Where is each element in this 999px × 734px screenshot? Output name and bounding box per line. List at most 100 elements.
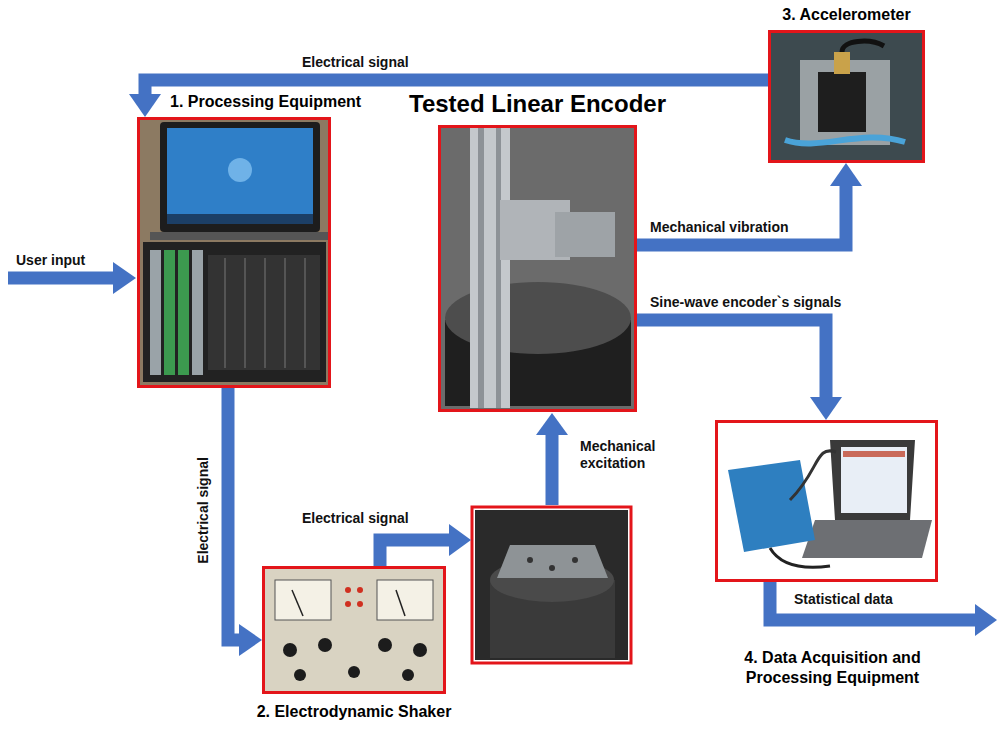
software-header [843, 451, 905, 457]
photo-box: 2. Electrodynamic Shaker [262, 566, 446, 694]
shaker-photo [472, 507, 631, 663]
taskbar [167, 214, 313, 224]
rail-groove [496, 128, 501, 408]
node-title: Tested Linear Encoder [409, 89, 666, 119]
node-title: 4. Data Acquisition and Processing Equip… [718, 648, 948, 688]
node-title: 1. Processing Equipment [170, 92, 361, 112]
amplifier-panel [265, 569, 443, 691]
slot-line [304, 258, 306, 368]
photo-ground [475, 510, 628, 660]
connector [228, 388, 262, 656]
lamp [345, 587, 351, 593]
arrow-head [129, 94, 161, 117]
laptop-base [150, 232, 330, 240]
knob [413, 643, 427, 657]
sensor-cable [842, 41, 884, 52]
accelerometer-photo [771, 33, 922, 160]
arrow-head [975, 604, 997, 636]
photo-frame [472, 507, 631, 663]
photo-ground [441, 128, 634, 409]
arrow-head [536, 413, 568, 435]
empty-slots [208, 255, 320, 370]
lamp [345, 601, 351, 607]
module-card [178, 250, 189, 375]
probe-cable [770, 548, 830, 567]
node-title: 2. Electrodynamic Shaker [257, 702, 452, 722]
encoder-rail [470, 128, 510, 408]
bolt-hole [549, 565, 555, 571]
signal-label: Sine-wave encoder`s signals [648, 294, 843, 311]
knob [378, 638, 392, 652]
laptop-screen [167, 128, 313, 224]
armature-plate [497, 545, 608, 578]
bolt-hole [572, 557, 578, 563]
node-heading: 3. Accelerometer [782, 5, 910, 25]
slot-line [224, 258, 226, 368]
screen-logo [228, 158, 252, 182]
laptop-lid [830, 440, 915, 520]
encoder-photo [441, 128, 634, 409]
signal-label: Electrical signal [300, 510, 411, 527]
signal-label: Statistical data [792, 591, 895, 608]
module-card [192, 250, 203, 375]
arrow-head [449, 524, 471, 556]
knob [294, 669, 306, 681]
lamp [357, 601, 363, 607]
node-heading: 4. Data Acquisition and Processing Equip… [718, 648, 948, 688]
photo-box: 1. Processing Equipment [137, 117, 331, 388]
knob [402, 669, 414, 681]
pxi-chassis [143, 242, 326, 382]
signal-label: Electrical signal [300, 54, 411, 71]
node-heading: 2. Electrodynamic Shaker [257, 702, 452, 722]
slot-line [264, 258, 266, 368]
arrow-shaft [637, 186, 846, 245]
photo-ground [718, 423, 935, 579]
photo-box: 3. Accelerometer [768, 30, 925, 163]
arrow-shaft [8, 272, 113, 285]
signal-label: Electrical signal [195, 455, 212, 566]
photo-ground [140, 120, 328, 385]
knob [318, 638, 332, 652]
arrow-shaft [380, 540, 449, 566]
lamp [357, 587, 363, 593]
arrow-shaft [637, 320, 826, 397]
meter-needle [292, 590, 303, 616]
arrow-shaft [770, 582, 975, 620]
photo-ground [771, 33, 922, 160]
node-title: 3. Accelerometer [782, 5, 910, 25]
slot-line [244, 258, 246, 368]
arrow-head [830, 163, 862, 186]
bracket [818, 72, 866, 132]
module-card [150, 250, 161, 375]
signal-label: Mechanical vibration [648, 219, 790, 236]
photo-box: Tested Linear Encoder [438, 125, 637, 412]
amplifier-photo [265, 569, 443, 691]
meter [377, 580, 433, 620]
sensor [834, 52, 850, 74]
arrow-head [113, 262, 136, 294]
knob [283, 643, 297, 657]
knob [348, 666, 360, 678]
meter-needle [396, 590, 405, 616]
arrow-head [810, 397, 842, 420]
photo-box: 4. Data Acquisition and Processing Equip… [715, 420, 938, 582]
connector [637, 163, 862, 245]
node-heading: 1. Processing Equipment [170, 92, 361, 112]
laptop-base [802, 520, 932, 558]
arrow-shaft [546, 435, 559, 505]
free-arrows [8, 262, 997, 636]
connector [637, 320, 842, 420]
mount-plate [555, 212, 615, 257]
slot-line [284, 258, 286, 368]
node-heading: Tested Linear Encoder [409, 89, 666, 119]
blue-cable [785, 137, 905, 143]
usb-cable [790, 451, 836, 500]
module-card [164, 250, 175, 375]
daq-photo [718, 423, 935, 579]
bolt-hole [527, 557, 533, 563]
meter [275, 580, 331, 620]
oscilloscope-box [728, 460, 815, 552]
signal-label: User input [14, 252, 87, 269]
laptop-lid [160, 122, 320, 232]
